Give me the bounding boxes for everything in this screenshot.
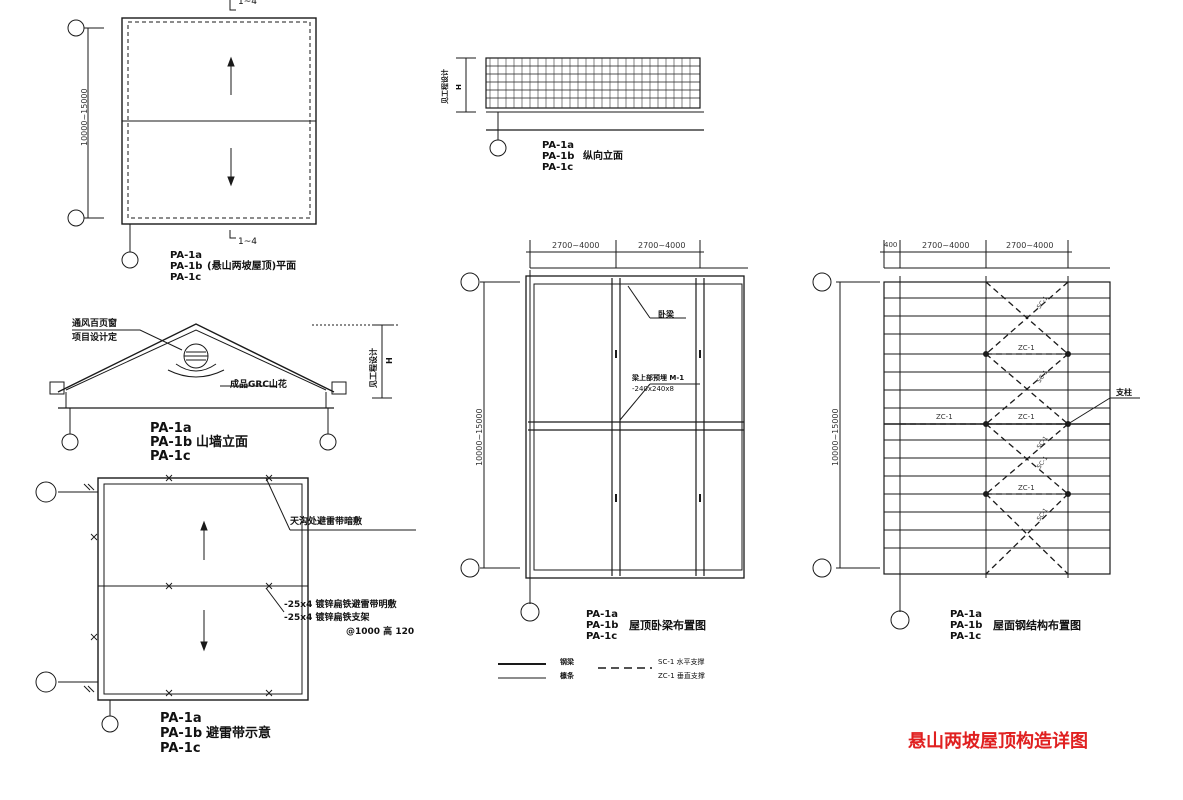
roof-plan-drawing bbox=[67, 0, 317, 269]
beam-layout-drawing bbox=[460, 240, 748, 622]
lightning-strip-drawing bbox=[35, 474, 416, 733]
longitudinal-elevation-drawing bbox=[456, 57, 704, 157]
steel-structure-drawing bbox=[812, 240, 1140, 630]
legend-drawing bbox=[498, 663, 652, 679]
gable-elevation-drawing bbox=[49, 323, 400, 451]
